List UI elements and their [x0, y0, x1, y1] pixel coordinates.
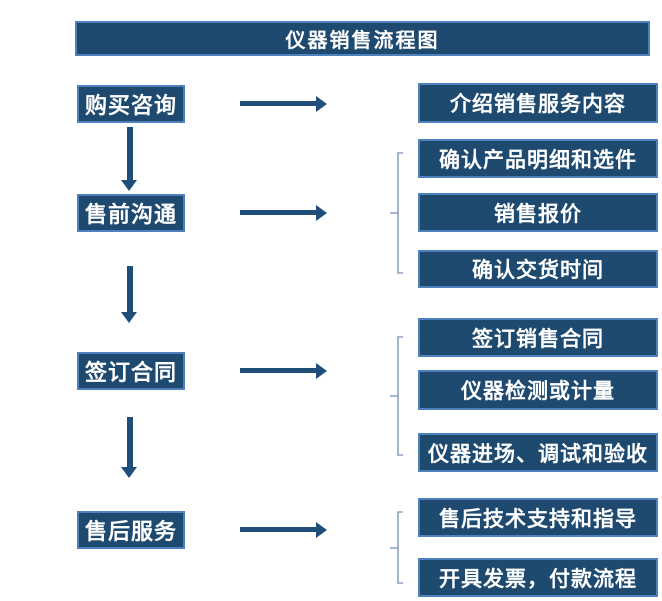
arrow-right-icon-2 [240, 205, 327, 221]
detail-box-confirm-product-options: 确认产品明细和选件 [418, 139, 658, 178]
arrow-right-icon-1 [240, 96, 327, 112]
step-box-presale-communication: 售前沟通 [77, 194, 185, 232]
step-box-buy-consult: 购买咨询 [77, 85, 185, 123]
arrow-down-icon-1 [121, 127, 138, 191]
detail-box-aftersale-support: 售后技术支持和指导 [418, 498, 658, 537]
flowchart-title: 仪器销售流程图 [75, 21, 650, 56]
detail-box-invoice-payment: 开具发票，付款流程 [418, 558, 658, 597]
detail-box-instrument-acceptance: 仪器进场、调试和验收 [418, 433, 658, 472]
group-bracket-icon-3 [388, 511, 404, 584]
arrow-right-icon-3 [240, 363, 327, 379]
detail-box-sales-quotation: 销售报价 [418, 193, 658, 232]
arrow-down-icon-3 [121, 417, 138, 478]
detail-box-intro-sales-service: 介绍销售服务内容 [418, 83, 658, 123]
arrow-down-icon-2 [121, 266, 138, 323]
step-box-aftersale-service: 售后服务 [77, 511, 185, 549]
detail-box-confirm-delivery-time: 确认交货时间 [418, 250, 658, 288]
group-bracket-icon-2 [388, 336, 404, 456]
detail-box-sign-sales-contract: 签订销售合同 [418, 318, 658, 357]
step-box-sign-contract: 签订合同 [77, 352, 185, 390]
arrow-right-icon-4 [240, 522, 327, 538]
group-bracket-icon-1 [388, 152, 404, 274]
detail-box-instrument-testing: 仪器检测或计量 [418, 370, 658, 410]
